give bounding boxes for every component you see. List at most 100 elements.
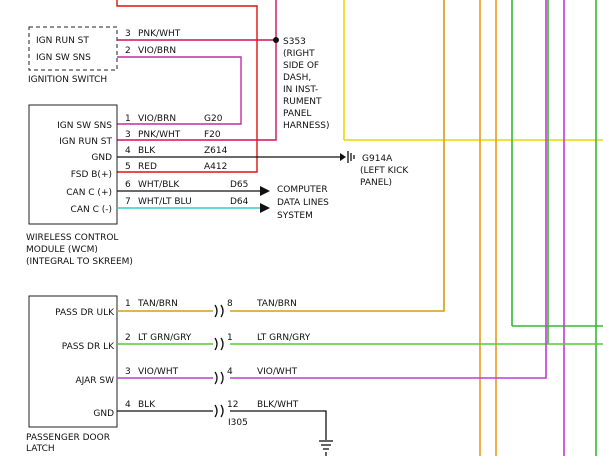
wcm-pin-name: IGN RUN ST [59,137,112,147]
wire-color-label: WHT/BLK [138,180,180,190]
wire-pin-number: 3 [125,367,131,377]
ground-label-line: PANEL) [360,178,392,188]
wire-color-label: LT GRN/GRY [257,333,311,343]
wire-color-label: VIO/WHT [138,367,179,377]
wire-pin-number: 2 [125,46,131,56]
blk-wht-wire [230,410,327,440]
arrow-icon [260,203,270,213]
wire-color-label: PNK/WHT [138,130,181,140]
pnk-wht-splice-wire [117,0,277,141]
door-latch-box [28,295,118,428]
computer-data-label-line: DATA LINES [277,198,329,208]
circuit-code: D64 [230,197,249,207]
splice-label-line: S353 [283,37,306,47]
wire-color-label: RED [138,162,157,172]
wcm-pin-name: FSD B(+) [71,170,112,180]
wire-pin-number: 1 [125,114,131,124]
connector-cavity-number: 8 [227,299,233,309]
connector-cavity-number: 4 [227,367,233,377]
splice-label-line: PANEL [283,109,311,119]
circuit-code: G20 [204,114,223,124]
wcm-pin-name: GND [91,153,112,163]
circuit-code: F20 [204,130,221,140]
splice-label-line: SIDE OF [283,61,319,71]
wire-pin-number: 6 [125,180,131,190]
connector-label: I305 [228,418,248,428]
wcm-pin-name: CAN C (-) [71,205,112,215]
wire-pin-number: 4 [125,400,131,410]
wire-color-label: TAN/BRN [137,299,178,309]
red-fsd-wire [116,0,258,173]
wcm-box [28,104,118,225]
splice-label-line: (RIGHT [283,49,315,59]
splice-s353: S353 (RIGHT SIDE OF DASH, IN INST- RUMEN… [273,37,330,131]
connector-pin-icon [214,371,224,385]
wire-color-label: PNK/WHT [138,29,181,39]
wire-pin-number: 5 [125,162,131,172]
wcm-label-line: (INTEGRAL TO SKREEM) [26,257,133,267]
connector-pin-icon [214,337,224,351]
bottom-ground-icon [319,440,333,456]
ign-sw-sns-wire: 2 VIO/BRN [117,46,242,125]
wcm-label-line: WIRELESS CONTROL [26,233,118,243]
door-latch-pin-name: PASS DR LK [62,342,115,352]
wire-color-label: VIO/BRN [138,114,176,124]
ignition-switch-label: IGNITION SWITCH [28,75,107,85]
wire-color-label: BLK [138,400,156,410]
right-bus-lines [343,0,603,456]
circuit-code: A412 [204,162,227,172]
wire-pin-number: 3 [125,29,131,39]
connector-pin-icon [214,304,224,318]
splice-label-line: HARNESS) [283,121,330,131]
ground-label-line: (LEFT KICK [360,166,409,176]
door-latch-wire-labels: 1 TAN/BRN 8 TAN/BRN 2 LT GRN/GRY 1 LT GR… [125,299,311,410]
splice-label-line: DASH, [283,73,311,83]
computer-data-label-line: COMPUTER [277,185,328,195]
arrow-icon [260,186,270,196]
splice-dot [273,37,279,43]
ground-label-line: G914A [362,154,393,164]
wire-color-label: BLK/WHT [257,400,299,410]
ignition-switch-box [28,26,118,71]
connector-i305: I305 [214,304,248,428]
connector-cavity-number: 1 [227,333,233,343]
connector-cavity-number: 12 [227,400,238,410]
connector-pin-icon [214,404,224,418]
wireless-control-module: IGN SW SNS IGN RUN ST GND FSD B(+) CAN C… [26,104,133,267]
door-latch-label-line: LATCH [26,444,55,454]
wire-color-label: VIO/WHT [257,367,298,377]
computer-data-label-line: SYSTEM [277,211,313,221]
wcm-label-line: MODULE (WCM) [26,245,98,255]
wire-color-label: VIO/BRN [138,46,176,56]
ign-run-st-wire: 3 PNK/WHT [117,29,276,41]
passenger-door-latch: PASS DR ULK PASS DR LK AJAR SW GND PASSE… [26,295,118,454]
door-latch-pin-name: PASS DR ULK [55,308,115,318]
wire-pin-number: 3 [125,130,131,140]
wire-pin-number: 7 [125,197,131,207]
vio-brn-wire [117,56,242,125]
tan-brn-wire [117,0,445,312]
ignition-switch: IGN RUN ST IGN SW SNS IGNITION SWITCH [28,26,118,85]
door-latch-wires [117,0,603,440]
wire-color-label: LT GRN/GRY [138,333,192,343]
circuit-code: Z614 [204,146,228,156]
wire-pin-number: 4 [125,146,131,156]
wcm-ground-wire: G914A (LEFT KICK PANEL) [117,151,409,188]
wcm-pin-name: CAN C (+) [66,188,112,198]
wcm-wire-labels: 1 VIO/BRN G20 3 PNK/WHT F20 4 BLK Z614 5… [125,114,249,207]
wire-color-label: BLK [138,146,156,156]
ignition-pin-name: IGN RUN ST [36,36,89,46]
ignition-pin-name: IGN SW SNS [36,53,91,63]
splice-label-line: RUMENT [283,97,322,107]
wire-pin-number: 2 [125,333,131,343]
wire-color-label: WHT/LT BLU [138,197,192,207]
arrow-icon [340,153,346,161]
wire-pin-number: 1 [125,299,131,309]
vio-wht-wire [117,0,547,379]
can-c-wires: COMPUTER DATA LINES SYSTEM [117,185,329,221]
splice-label-line: IN INST- [283,85,318,95]
circuit-code: D65 [230,180,248,190]
wire-color-label: TAN/BRN [256,299,297,309]
wcm-pin-name: IGN SW SNS [57,121,112,131]
